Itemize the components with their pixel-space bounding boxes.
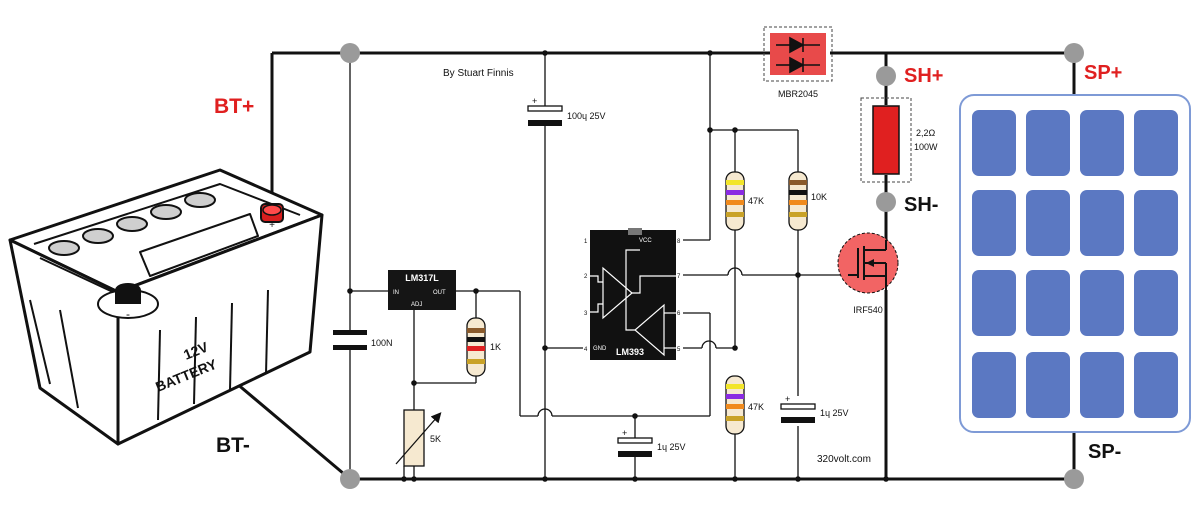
capacitor-100n: 100N	[333, 330, 393, 350]
lm393-pin-5: 5	[677, 347, 681, 353]
bt-plus-label: BT+	[214, 95, 254, 118]
lm393-pin-4: 4	[584, 347, 588, 353]
capacitor-1u-b: + 1ɥ 25V	[780, 394, 849, 423]
lm317l-out-pin: OUT	[433, 290, 446, 296]
resistor-47k-bottom: 47K	[725, 375, 764, 435]
potentiometer-5k-label: 5K	[430, 434, 441, 444]
lm317l-label: LM317L	[405, 273, 439, 283]
sh-plus-label: SH+	[904, 65, 943, 87]
mosfet-irf540: IRF540	[837, 232, 899, 315]
lm317l-in-pin: IN	[393, 290, 399, 296]
resistor-10k-label: 10K	[811, 192, 827, 202]
sh-minus-label: SH-	[904, 194, 938, 216]
capacitor-1u-b-plus: +	[785, 394, 790, 404]
resistor-10k: 10K	[788, 171, 827, 231]
shunt-value-label: 2,2Ω	[916, 128, 936, 138]
resistor-47k-top-label: 47K	[748, 196, 764, 206]
battery-illustration	[8, 168, 324, 446]
sp-plus-label: SP+	[1084, 62, 1122, 84]
battery-plus-sign: +	[269, 220, 275, 231]
sp-minus-label: SP-	[1088, 441, 1121, 463]
credit-text: By Stuart Finnis	[443, 68, 514, 79]
lm393-comparator: 1 2 3 4 5 6 7 8 VCC GND LM393	[583, 228, 683, 360]
resistor-1k-label: 1K	[490, 342, 501, 352]
capacitor-100u-label: 100ɥ 25V	[567, 111, 606, 121]
capacitor-100n-label: 100N	[371, 338, 393, 348]
lm393-vcc-label: VCC	[639, 238, 652, 244]
lm393-pin-8: 8	[677, 239, 681, 245]
capacitor-100u-plus: +	[532, 96, 537, 106]
bt-minus-label: BT-	[216, 434, 250, 457]
shunt-power-label: 100W	[914, 142, 938, 152]
battery-minus-sign: -	[126, 307, 130, 321]
lm393-pin-2: 2	[584, 274, 588, 280]
capacitor-1u-b-label: 1ɥ 25V	[820, 408, 849, 418]
capacitor-100u: + 100ɥ 25V	[527, 96, 606, 126]
capacitor-1u-a-plus: +	[622, 428, 627, 438]
resistor-47k-top: 47K	[725, 171, 764, 231]
shunt-resistor: 2,2Ω 100W	[860, 97, 938, 183]
lm393-pin-7: 7	[677, 274, 681, 280]
website-text: 320volt.com	[817, 454, 871, 465]
lm393-pin-6: 6	[677, 311, 681, 317]
resistor-1k: 1K	[466, 317, 501, 377]
lm317l-regulator: LM317L IN OUT ADJ	[388, 270, 456, 310]
lm393-pin-3: 3	[584, 311, 588, 317]
lm393-gnd-label: GND	[593, 346, 607, 352]
lm393-label: LM393	[616, 347, 644, 357]
potentiometer-5k: 5K	[395, 409, 442, 467]
lm317l-adj-pin: ADJ	[411, 302, 422, 308]
lm393-pin-1: 1	[584, 239, 588, 245]
diode-mbr2045-label: MBR2045	[778, 89, 818, 99]
capacitor-1u-a-label: 1ɥ 25V	[657, 442, 686, 452]
solder-dots	[347, 50, 889, 482]
resistor-47k-bottom-label: 47K	[748, 402, 764, 412]
mosfet-irf540-label: IRF540	[853, 305, 883, 315]
battery-positive-terminal: +	[260, 203, 284, 231]
battery-negative-terminal: -	[97, 283, 159, 321]
capacitor-1u-a: + 1ɥ 25V	[617, 428, 686, 457]
junction-nodes	[340, 43, 1084, 489]
diode-mbr2045: MBR2045	[763, 26, 833, 99]
solar-panel	[959, 94, 1191, 433]
